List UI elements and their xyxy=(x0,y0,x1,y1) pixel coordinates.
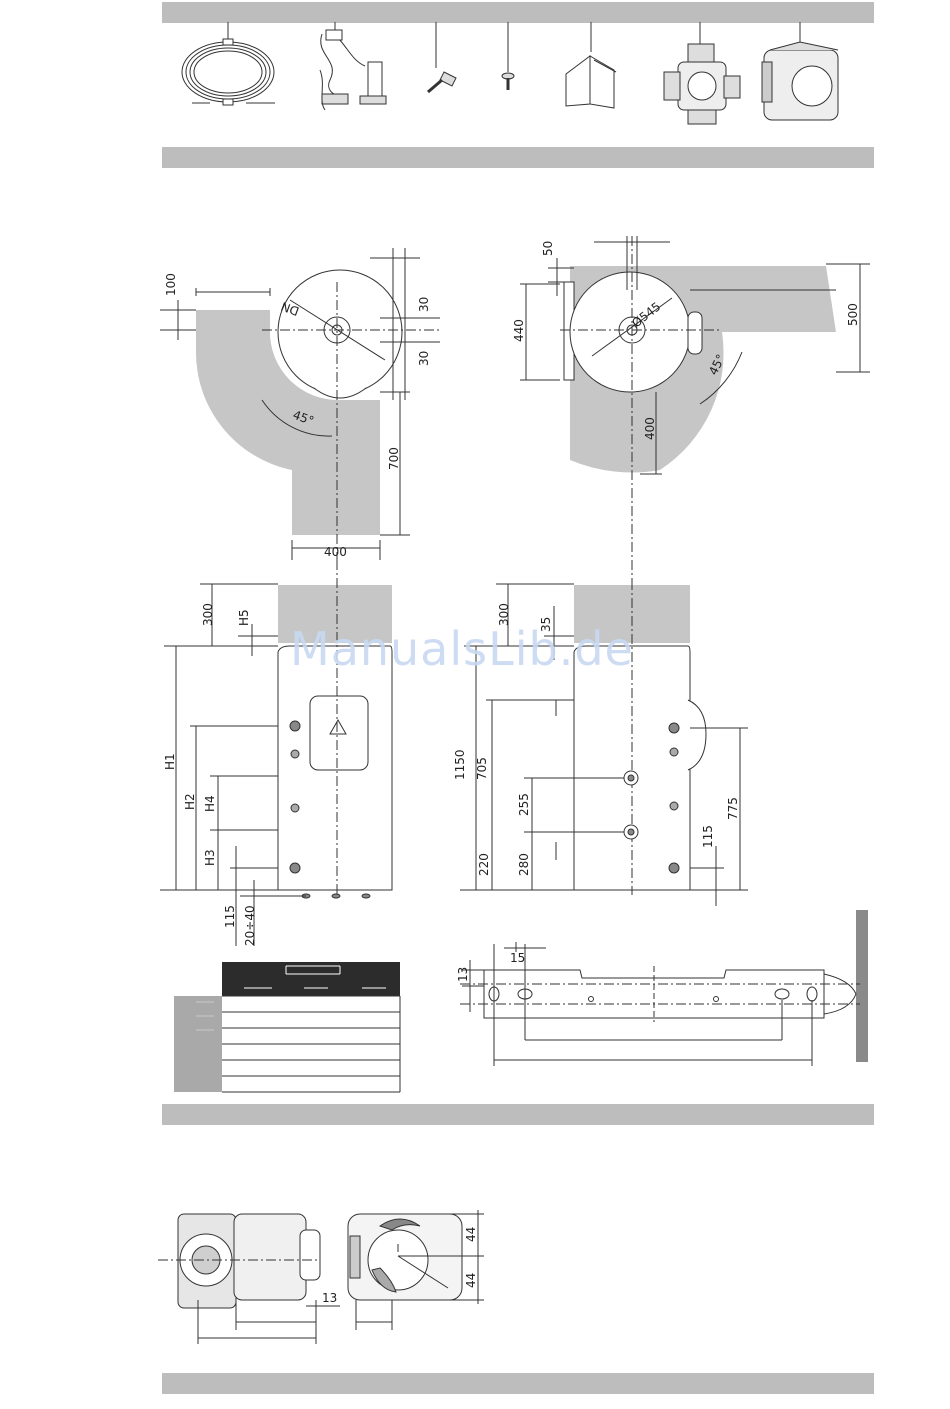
dim-280: 280 xyxy=(517,853,531,876)
manual-booklet-icon xyxy=(566,56,616,108)
dim-30-lower: 30 xyxy=(417,351,431,366)
dim-100: 100 xyxy=(164,273,178,296)
dim-115-right: 115 xyxy=(701,825,715,848)
elevation-left-labels: 300 H5 H1 H2 H4 H3 115 20÷40 xyxy=(163,603,257,946)
sensor-cable-icon xyxy=(182,39,275,105)
label-h1: H1 xyxy=(163,753,177,770)
label-h4: H4 xyxy=(203,795,217,812)
dim-255: 255 xyxy=(517,793,531,816)
accessory-parts xyxy=(182,22,838,124)
dim-400-left: 400 xyxy=(324,545,347,559)
dim-feet-range: 20÷40 xyxy=(243,905,257,946)
dim-bracket-small: 15 xyxy=(510,951,525,965)
small-screw-icon xyxy=(502,73,514,90)
dim-44-bottom: 44 xyxy=(464,1273,478,1288)
dim-44-top: 44 xyxy=(464,1227,478,1242)
dim-115-left: 115 xyxy=(223,905,237,928)
wiring-harness-icon xyxy=(320,30,386,110)
plan-view-left xyxy=(160,248,440,560)
dim-50: 50 xyxy=(541,241,555,256)
dim-700: 700 xyxy=(387,447,401,470)
actuator-icon xyxy=(762,42,838,120)
dim-300-left: 300 xyxy=(201,603,215,626)
watermark: ManualsLib.de xyxy=(290,622,634,676)
dim-30-upper: 30 xyxy=(417,297,431,312)
wall-bracket xyxy=(460,910,868,1066)
label-h2: H2 xyxy=(183,793,197,810)
dim-13-valve: 13 xyxy=(322,1291,337,1305)
dim-500: 500 xyxy=(846,303,860,326)
dim-1150: 1150 xyxy=(453,749,467,780)
label-h3: H3 xyxy=(203,849,217,866)
dim-440: 440 xyxy=(512,319,526,342)
elevation-left xyxy=(160,560,392,946)
mixing-valve-icon xyxy=(664,44,740,124)
dim-705: 705 xyxy=(475,757,489,780)
dim-220: 220 xyxy=(477,853,491,876)
dim-400-right: 400 xyxy=(643,417,657,440)
dim-13-bracket: 13 xyxy=(456,967,470,982)
wall-hatch xyxy=(856,910,868,1062)
dimensions-table xyxy=(174,962,400,1092)
plan-view-right xyxy=(520,236,870,580)
label-h5: H5 xyxy=(237,609,251,626)
screw-icon xyxy=(428,72,456,92)
valve-actuator-views xyxy=(158,1210,484,1344)
dim-775: 775 xyxy=(726,797,740,820)
